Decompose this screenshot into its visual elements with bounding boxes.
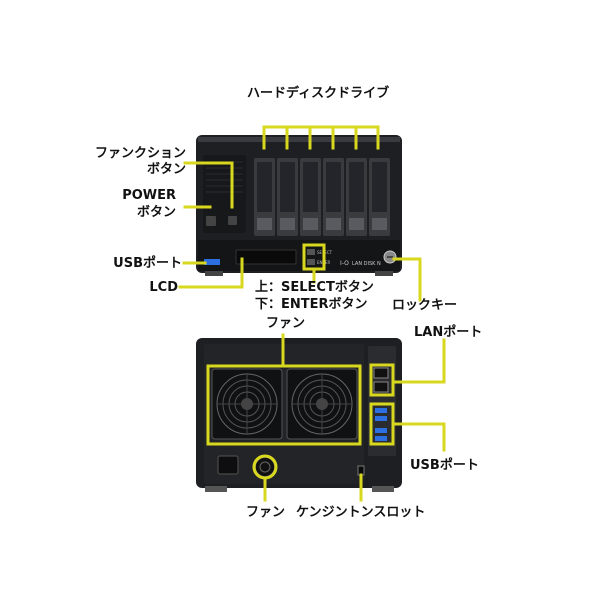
callout-hdd [262, 125, 380, 150]
usb-front-port [204, 259, 220, 265]
select-button-shape [307, 249, 315, 255]
front-foot-left [205, 271, 223, 276]
label-power-line1: POWER [122, 188, 176, 203]
label-function-line2: ボタン [146, 162, 186, 177]
usb-rear-port-4 [375, 436, 387, 441]
rear-unit [196, 338, 402, 492]
function-button-shape [228, 216, 237, 225]
power-inlet [217, 455, 239, 475]
label-select-line1: 上：SELECTボタン [255, 280, 374, 295]
drive-bay-grips [257, 162, 387, 212]
callout-function [183, 161, 234, 209]
fan-right [286, 368, 358, 440]
device-model-text: LAN DISK N [352, 261, 381, 267]
callout-lan [391, 338, 446, 384]
label-fan-top: ファン [266, 316, 306, 331]
rear-foot-right [372, 486, 394, 492]
front-top-trim [198, 137, 400, 142]
drive-bay-latches [257, 218, 387, 230]
callout-fan-box [206, 364, 362, 446]
label-usb-front: USBポート [113, 256, 182, 271]
lan-port-2 [373, 381, 389, 393]
lcd-screen [235, 249, 297, 265]
callout-lock [392, 257, 422, 302]
label-select-line2: 下：ENTERボタン [255, 297, 368, 312]
usb-rear-port-2 [375, 416, 387, 421]
usb-rear-port-1 [375, 408, 387, 413]
callout-lcd [178, 257, 244, 289]
label-hdd: ハードディスクドライブ [247, 86, 390, 101]
device-brand-text: I-O [340, 260, 349, 267]
usb-rear-port-3 [375, 428, 387, 433]
label-kensington: ケンジントンスロット [296, 505, 426, 520]
label-function-line1: ファンクション [94, 146, 186, 161]
enter-button-shape [307, 259, 315, 265]
label-usb-rear: USBポート [410, 458, 479, 473]
label-fan-bottom: ファン [246, 505, 286, 520]
label-power-line2: ボタン [136, 205, 176, 220]
front-unit: SELECT ENTER I-O LAN DISK N [196, 135, 402, 276]
callout-lan-box [369, 363, 395, 397]
front-foot-right [375, 271, 393, 276]
front-control-strip [198, 240, 400, 271]
fan-left [211, 368, 283, 440]
lan-port-1 [373, 367, 389, 379]
power-button-shape [206, 216, 216, 226]
callout-usb-rear [391, 422, 446, 452]
rear-foot-left [205, 486, 227, 492]
callout-lines [178, 125, 446, 502]
label-lan-port: LANポート [414, 325, 483, 340]
label-lock-key: ロックキー [392, 298, 458, 313]
label-lcd: LCD [149, 280, 178, 295]
